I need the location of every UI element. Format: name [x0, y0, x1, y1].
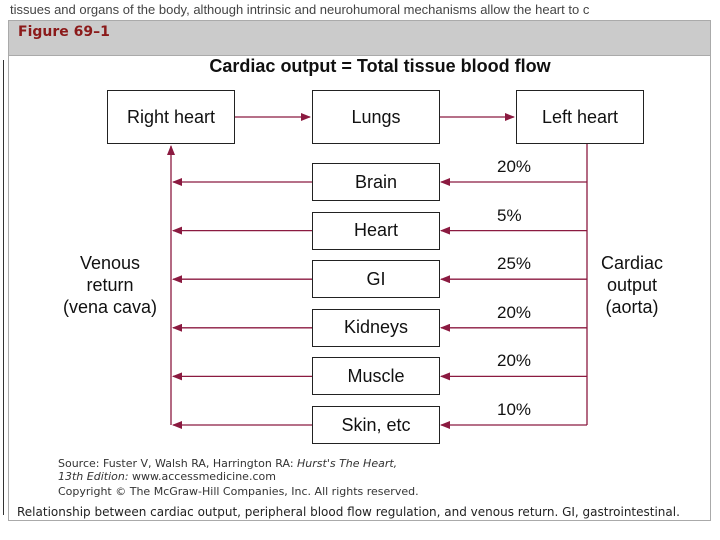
figure-caption: Relationship between cardiac output, per… [17, 505, 680, 519]
organ-box: Skin, etc [312, 406, 440, 444]
label-line: Cardiac [600, 253, 664, 273]
cardiac-output-label: Cardiac output (aorta) [592, 252, 672, 318]
organ-percent: 20% [497, 157, 532, 176]
copyright: Copyright © The McGraw-Hill Companies, I… [58, 485, 419, 498]
label-line: (vena cava) [62, 297, 158, 317]
organ-box: Muscle [312, 357, 440, 396]
source-prefix: Source: Fuster V, Walsh RA, Harrington R… [58, 457, 298, 470]
figure-label: Figure 69–1 [18, 24, 110, 40]
source-book: Hurst's The Heart, [297, 457, 398, 470]
organ-percent: 10% [497, 400, 532, 419]
figure-header: Figure 69–1 [9, 21, 710, 56]
organ-percent: 25% [497, 254, 532, 274]
source-line-1: Source: Fuster V, Walsh RA, Harrington R… [58, 457, 397, 470]
venous-return-label: Venous return (vena cava) [50, 252, 170, 318]
lungs-box: Lungs [312, 90, 440, 144]
diagram-title: Cardiac output = Total tissue blood flow [209, 56, 551, 76]
organ-percent: 5% [497, 205, 522, 225]
source-edition: 13th Edition: [58, 470, 129, 483]
label-line: Venous [79, 253, 141, 273]
label-line: return [86, 275, 134, 295]
organ-box: Kidneys [312, 308, 440, 347]
right-heart-box: Right heart [107, 90, 235, 144]
left-brace [3, 60, 7, 515]
label-line: (aorta) [605, 297, 659, 317]
source-line-2: 13th Edition: www.accessmedicine.com [58, 470, 276, 483]
label-line: output [606, 275, 658, 295]
organ-percent: 20% [497, 302, 532, 322]
organ-box: Heart [312, 211, 440, 250]
source-url: www.accessmedicine.com [128, 470, 276, 483]
organ-percent: 20% [497, 351, 532, 371]
organ-box: Brain [312, 163, 440, 201]
organ-box: GI [312, 260, 440, 299]
left-heart-box: Left heart [516, 90, 644, 144]
page-top-text: tissues and organs of the body, although… [10, 2, 590, 17]
